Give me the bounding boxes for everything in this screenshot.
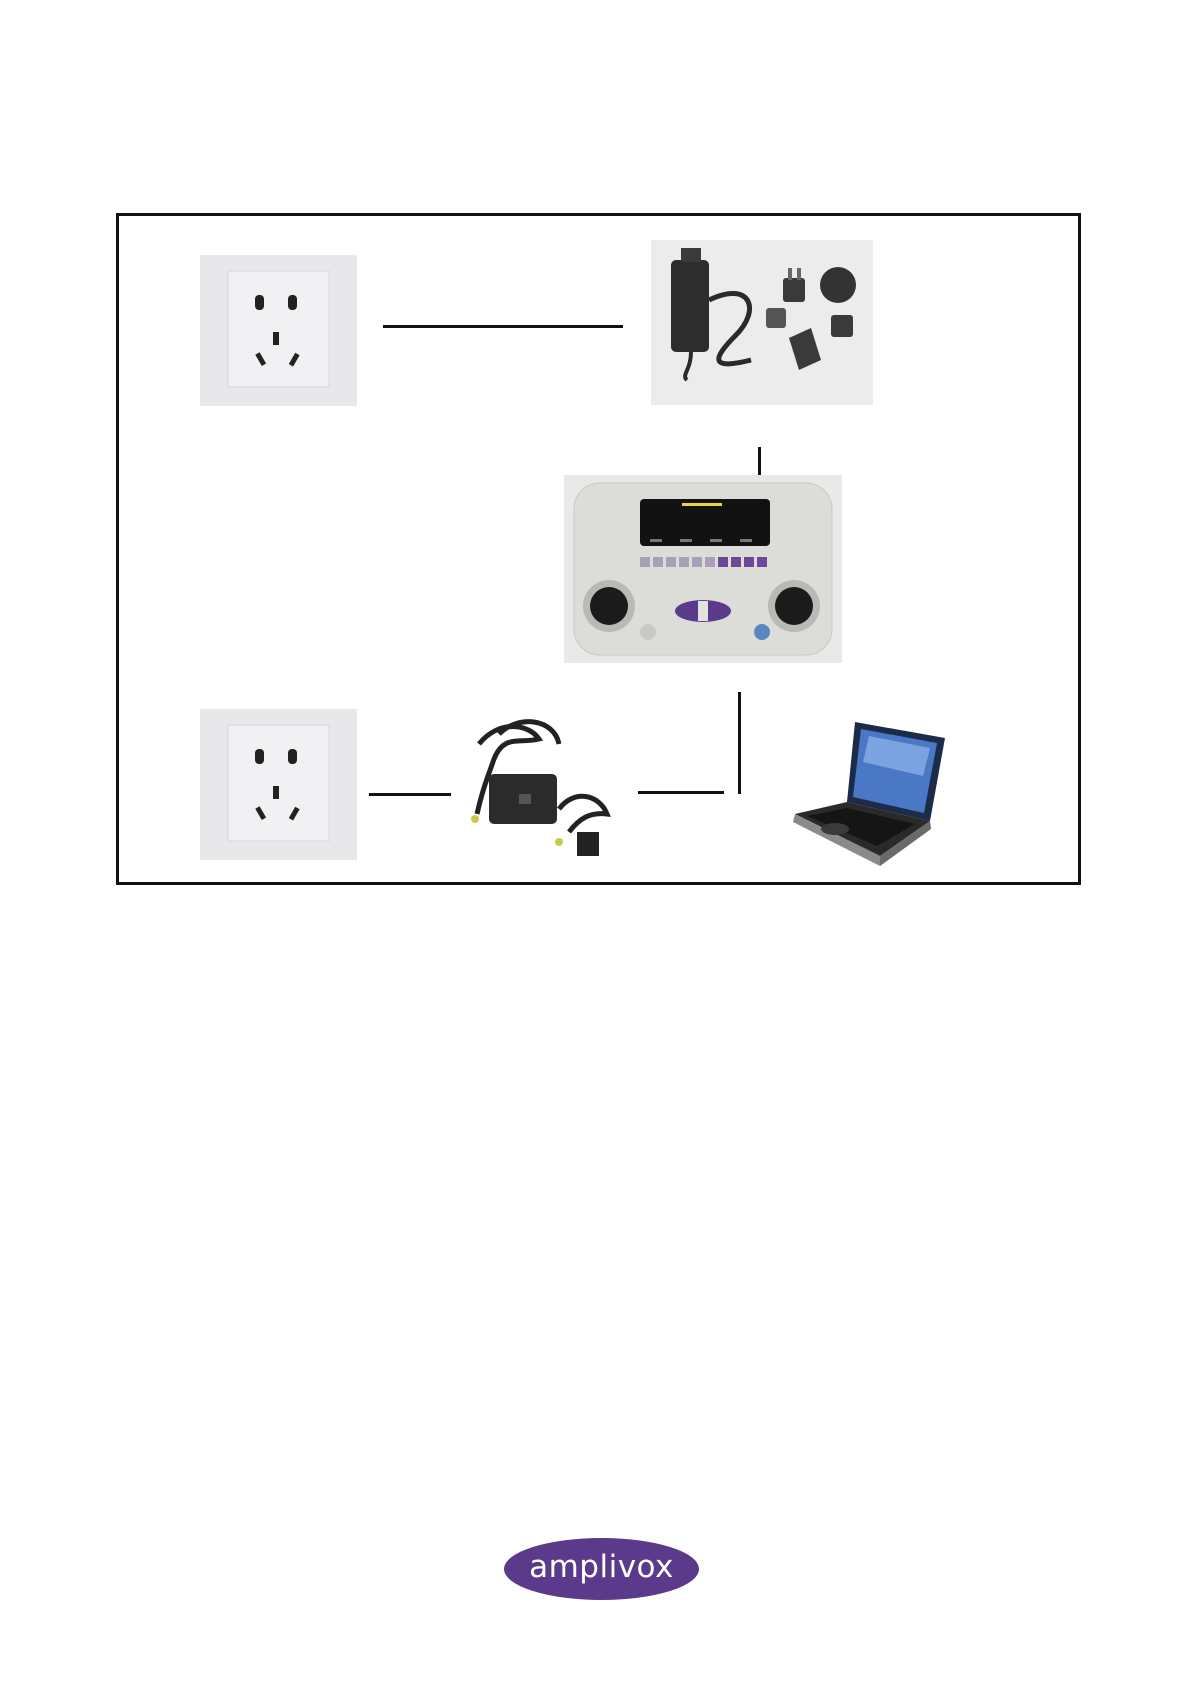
connector-audiometer-to-laptop: [738, 692, 741, 794]
connector-socket-to-supply: [369, 793, 451, 796]
connector-supply-to-laptop: [638, 791, 724, 794]
audiometer-image: [564, 475, 842, 663]
connector-socket-to-adapter: [383, 325, 623, 328]
wall-socket-bottom-image: [200, 709, 357, 860]
amplivox-logo: amplivox: [504, 1538, 699, 1600]
plug-adapter-kit-image: [651, 240, 873, 405]
logo-text: amplivox: [529, 1549, 674, 1585]
laptop-image: [785, 716, 950, 879]
wall-socket-top-image: [200, 255, 357, 406]
laptop-power-supply-image: [459, 714, 629, 868]
